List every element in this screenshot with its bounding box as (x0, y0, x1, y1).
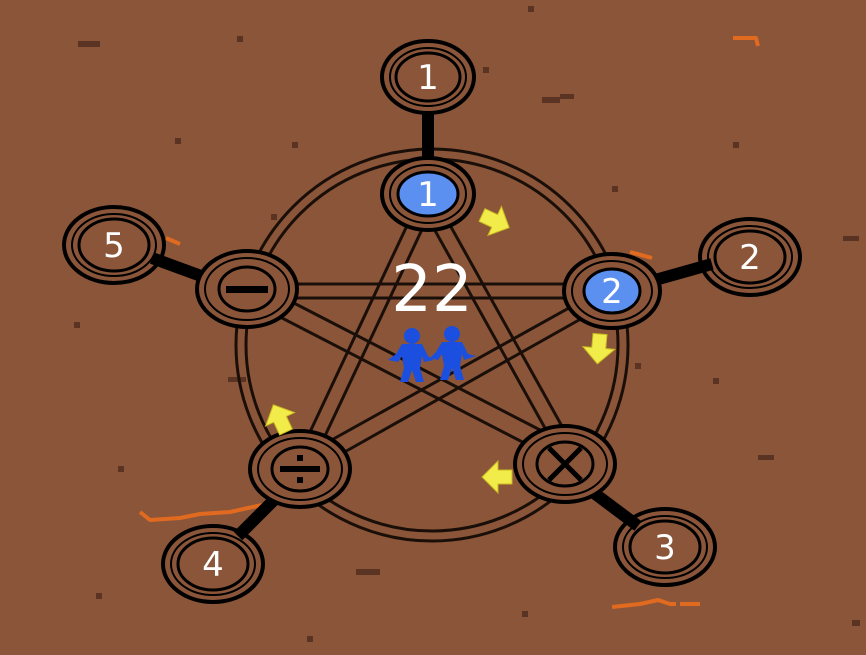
inner-node-multiply[interactable] (513, 424, 617, 504)
divide-icon (280, 455, 320, 483)
direction-arrows (264, 205, 616, 495)
outer-node-4[interactable]: 4 (161, 524, 265, 604)
minus-icon (226, 286, 268, 293)
outer-node-1[interactable]: 1 (380, 39, 476, 115)
pentagram (234, 147, 630, 543)
outer-node-4-label: 4 (202, 545, 224, 585)
arrow-icon (481, 459, 513, 495)
workers[interactable] (388, 326, 476, 382)
multiply-icon (547, 446, 583, 482)
outer-node-1-label: 1 (417, 58, 439, 98)
worker-icon (430, 326, 476, 380)
ground-specks (74, 6, 860, 642)
outer-node-3[interactable]: 3 (613, 507, 717, 587)
outer-node-5[interactable]: 5 (62, 205, 166, 285)
inner-node-1-label: 1 (417, 175, 439, 215)
arrow-icon (478, 205, 510, 237)
arrow-icon (581, 332, 616, 365)
total-value: 22 (391, 253, 472, 327)
outer-node-3-label: 3 (654, 528, 676, 568)
outer-node-2-label: 2 (739, 238, 761, 278)
inner-node-divide[interactable] (248, 429, 352, 509)
outer-node-2[interactable]: 2 (698, 217, 802, 297)
worker-icon (388, 328, 434, 382)
inner-node-minus[interactable] (195, 249, 299, 329)
lava-cracks (138, 36, 760, 609)
inner-node-2[interactable]: 2 (562, 252, 662, 330)
inner-node-1[interactable]: 1 (380, 156, 476, 232)
inner-node-2-label: 2 (601, 272, 623, 312)
arrow-icon (264, 404, 296, 436)
outer-node-5-label: 5 (103, 226, 125, 266)
